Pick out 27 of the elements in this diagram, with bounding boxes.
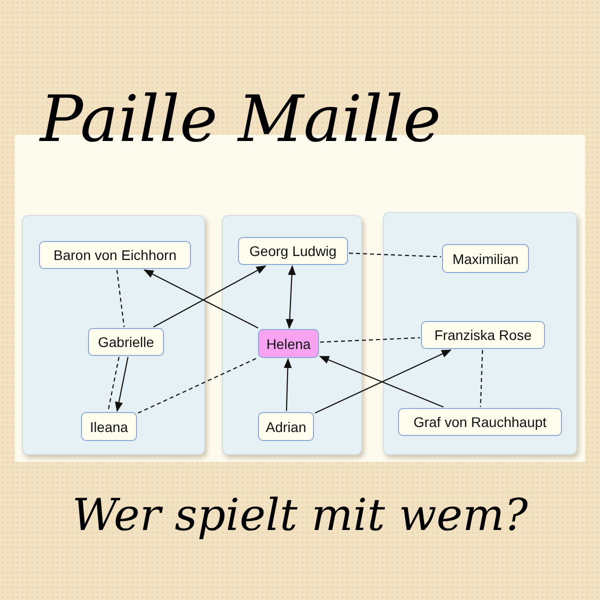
arrow xyxy=(314,350,452,414)
group-panel xyxy=(222,215,362,455)
connector-line xyxy=(138,358,258,414)
person-node: Baron von Eichhorn xyxy=(39,241,191,269)
person-node: Helena xyxy=(258,329,319,358)
arrow xyxy=(114,356,129,412)
group-panel xyxy=(22,215,205,455)
connector-line xyxy=(320,337,420,343)
connector-line xyxy=(108,356,120,412)
title: Paille Maille xyxy=(40,88,441,152)
person-node: Adrian xyxy=(258,412,314,441)
arrow xyxy=(153,266,266,328)
person-node: Maximilian xyxy=(442,244,529,273)
person-node: Georg Ludwig xyxy=(238,237,348,265)
caption: Wer spielt mit wem? xyxy=(71,492,529,540)
person-node: Ileana xyxy=(81,412,137,441)
group-panel xyxy=(383,212,577,455)
person-node: Franziska Rose xyxy=(421,321,545,349)
arrow xyxy=(286,265,296,329)
arrow xyxy=(284,358,292,412)
person-node: Graf von Rauchhaupt xyxy=(398,408,562,436)
person-node: Gabrielle xyxy=(88,328,164,356)
connector-line xyxy=(348,252,442,258)
arrow xyxy=(144,270,258,328)
connector-line xyxy=(116,270,125,328)
connector-line xyxy=(480,350,484,408)
arrow xyxy=(319,356,444,408)
